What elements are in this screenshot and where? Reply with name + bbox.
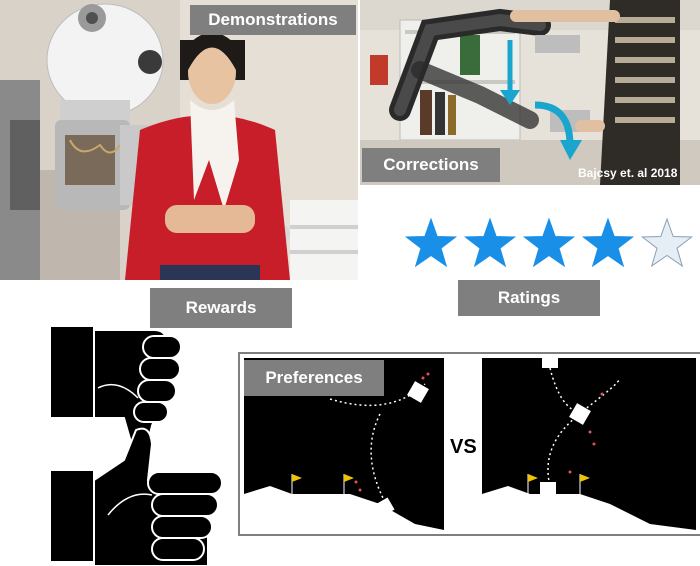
citation-credit: Bajcsy et. al 2018: [578, 166, 678, 180]
star-filled-icon: [581, 218, 635, 268]
preferences-label: Preferences: [244, 360, 384, 396]
demonstrations-photo: [0, 0, 358, 280]
ratings-label: Ratings: [458, 280, 600, 316]
demonstrations-label: Demonstrations: [190, 5, 356, 35]
rewards-label: Rewards: [150, 288, 292, 328]
corrections-photo: [360, 0, 700, 185]
vs-text: VS: [450, 436, 477, 458]
corrections-label: Corrections: [362, 148, 500, 182]
star-filled-icon: [463, 218, 517, 268]
star-empty-icon: [640, 218, 694, 268]
star-filled-icon: [522, 218, 576, 268]
star-filled-icon: [404, 218, 458, 268]
thumbs-up-icon: [48, 420, 228, 565]
rating-stars: [403, 218, 699, 270]
